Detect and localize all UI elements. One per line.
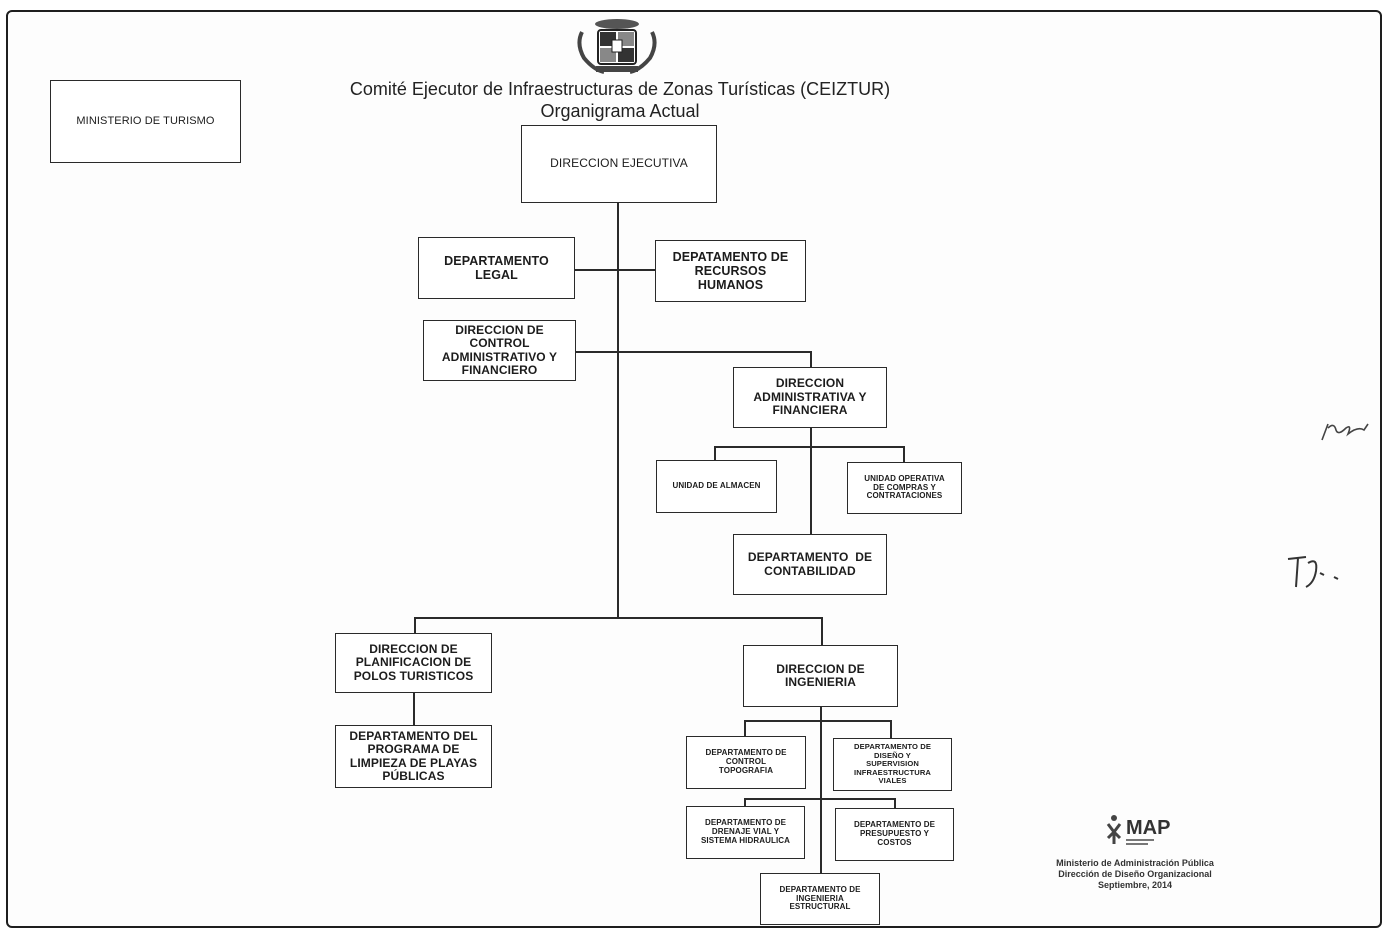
node-depto-ingenieria-estructural: DEPARTAMENTO DE INGENIERIA ESTRUCTURAL <box>760 873 880 925</box>
node-label: DEPARTAMENTO DE CONTROL TOPOGRAFIA <box>705 748 787 775</box>
connector-line <box>820 707 822 873</box>
node-depto-contabilidad: DEPARTAMENTO DE CONTABILIDAD <box>733 534 887 595</box>
connector-line <box>414 617 822 619</box>
connector-line <box>810 351 812 367</box>
node-label: DIRECCION DE CONTROL ADMINISTRATIVO Y FI… <box>441 322 558 377</box>
node-label: DEPATAMENTO DE RECURSOS HUMANOS <box>672 250 789 292</box>
handwritten-signature-mark <box>1287 556 1339 588</box>
node-label: UNIDAD DE ALMACEN <box>672 481 761 491</box>
node-label: MINISTERIO DE TURISMO <box>76 115 215 128</box>
connector-line <box>821 617 823 645</box>
node-depto-legal: DEPARTAMENTO LEGAL <box>418 237 575 299</box>
connector-line <box>894 798 896 808</box>
connector-line <box>890 720 892 738</box>
node-depto-recursos-humanos: DEPATAMENTO DE RECURSOS HUMANOS <box>655 240 806 302</box>
connector-line <box>413 693 415 725</box>
map-logo-icon: MAP <box>1106 815 1170 845</box>
connector-line <box>744 720 892 722</box>
coat-of-arms-icon <box>577 19 657 74</box>
node-label: DEPARTAMENTO DE INGENIERIA ESTRUCTURAL <box>779 884 861 912</box>
connector-line <box>744 798 896 800</box>
connector-line <box>714 446 716 460</box>
node-label: DEPARTAMENTO DE DRENAJE VIAL Y SISTEMA H… <box>700 818 791 845</box>
node-label: DEPARTAMENTO DE DISEÑO Y SUPERVISION INF… <box>853 742 932 786</box>
connector-line <box>575 269 655 271</box>
connector-line <box>576 351 811 353</box>
node-label: DIRECCION DE PLANIFICACION DE POLOS TURI… <box>353 641 474 683</box>
connector-line <box>744 798 746 806</box>
connector-line <box>714 446 904 448</box>
handwritten-initials-mark <box>1321 423 1369 441</box>
node-label: DIRECCION DE INGENIERIA <box>776 661 865 689</box>
chart-title: Comité Ejecutor de Infraestructuras de Z… <box>349 79 891 99</box>
node-label: UNIDAD OPERATIVA DE COMPRAS Y CONTRATACI… <box>864 473 945 501</box>
node-label: DEPARTAMENTO DE CONTABILIDAD <box>747 550 873 578</box>
node-label: DEPARTAMENTO LEGAL <box>444 254 549 282</box>
node-label: DEPARTAMENTO DE PRESUPUESTO Y COSTOS <box>853 820 936 847</box>
node-depto-drenaje: DEPARTAMENTO DE DRENAJE VIAL Y SISTEMA H… <box>686 806 805 859</box>
connector-line <box>617 203 619 619</box>
node-direccion-administrativa: DIRECCION ADMINISTRATIVA Y FINANCIERA <box>733 367 887 428</box>
node-label: DEPARTAMENTO DEL PROGRAMA DE LIMPIEZA DE… <box>349 728 478 783</box>
node-depto-diseno: DEPARTAMENTO DE DISEÑO Y SUPERVISION INF… <box>833 738 952 791</box>
node-label: DIRECCION EJECUTIVA <box>550 156 688 171</box>
node-depto-topografia: DEPARTAMENTO DE CONTROL TOPOGRAFIA <box>686 736 806 789</box>
node-label: DIRECCION ADMINISTRATIVA Y FINANCIERA <box>753 376 867 418</box>
node-direccion-control: DIRECCION DE CONTROL ADMINISTRATIVO Y FI… <box>423 320 576 381</box>
map-caption: Ministerio de Administración Pública Dir… <box>1056 858 1214 890</box>
chart-subtitle: Organigrama Actual <box>540 101 700 121</box>
node-direccion-planificacion: DIRECCION DE PLANIFICACION DE POLOS TURI… <box>335 633 492 693</box>
connector-line <box>903 446 905 462</box>
node-unidad-compras: UNIDAD OPERATIVA DE COMPRAS Y CONTRATACI… <box>847 462 962 514</box>
node-depto-limpieza-playas: DEPARTAMENTO DEL PROGRAMA DE LIMPIEZA DE… <box>335 725 492 788</box>
svg-text:MAP: MAP <box>1126 817 1170 839</box>
node-depto-presupuesto: DEPARTAMENTO DE PRESUPUESTO Y COSTOS <box>835 808 954 861</box>
node-ministerio-turismo: MINISTERIO DE TURISMO <box>50 80 241 163</box>
node-unidad-almacen: UNIDAD DE ALMACEN <box>656 460 777 513</box>
node-direccion-ejecutiva: DIRECCION EJECUTIVA <box>521 125 717 203</box>
node-direccion-ingenieria: DIRECCION DE INGENIERIA <box>743 645 898 707</box>
connector-line <box>744 720 746 736</box>
connector-line <box>810 428 812 534</box>
connector-line <box>414 617 416 633</box>
